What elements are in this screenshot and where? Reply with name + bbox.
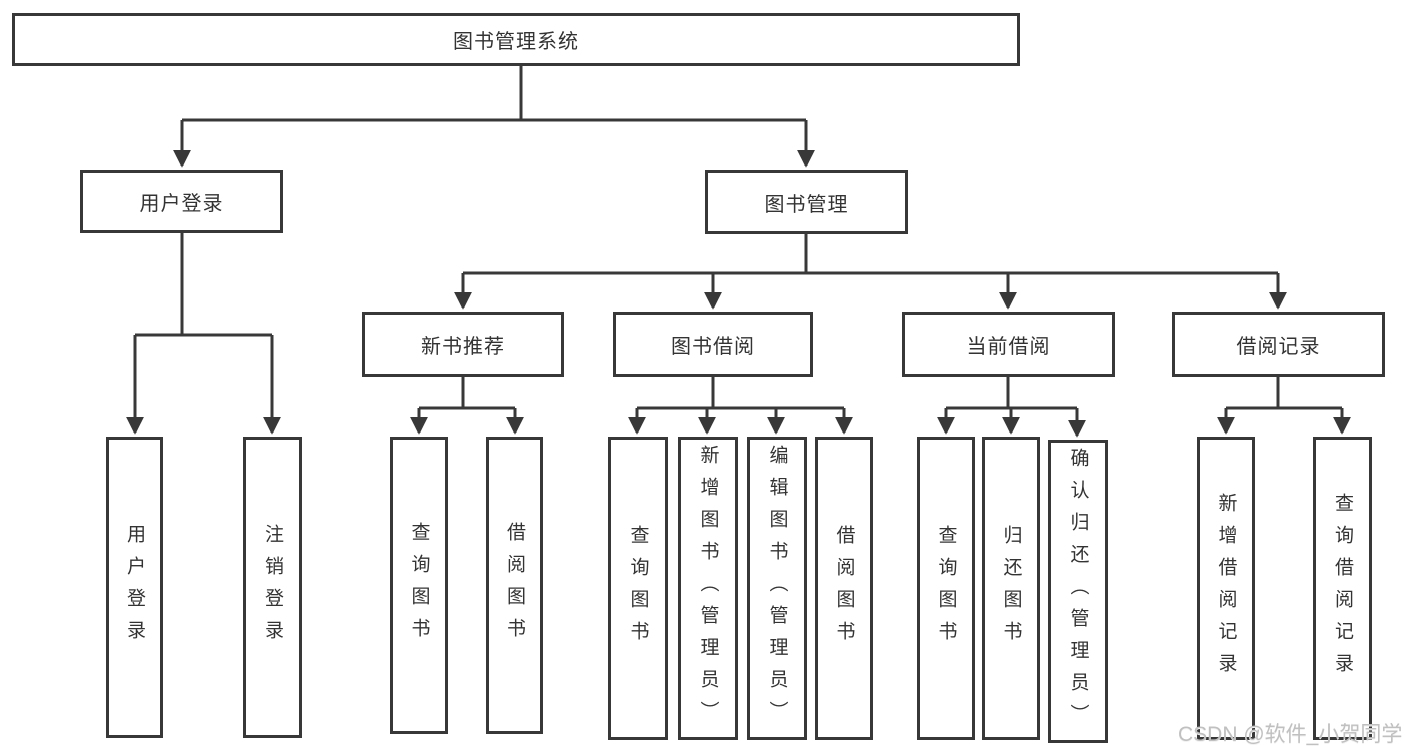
leaf-logout: 注销登录 xyxy=(243,437,302,738)
node-label: 当前借阅 xyxy=(966,336,1051,358)
leaf-current-query-books: 查询图书 xyxy=(917,437,975,740)
leaf-label: 确认归还（管理员） xyxy=(1067,447,1089,736)
node-label: 借阅记录 xyxy=(1236,336,1321,358)
leaf-label: 新增图书（管理员） xyxy=(697,444,719,733)
leaf-label: 新增借阅记录 xyxy=(1215,492,1237,685)
node-user-login: 用户登录 xyxy=(80,170,283,233)
leaf-label: 归还图书 xyxy=(1000,524,1022,653)
node-library-management-system: 图书管理系统 xyxy=(12,13,1020,66)
leaf-label: 查询借阅记录 xyxy=(1332,492,1353,685)
node-current-borrow: 当前借阅 xyxy=(902,312,1115,377)
leaf-label: 用户登录 xyxy=(124,523,145,652)
leaf-user-login: 用户登录 xyxy=(106,437,163,738)
node-book-borrow: 图书借阅 xyxy=(613,312,813,377)
node-new-book-recommend: 新书推荐 xyxy=(362,312,564,377)
node-label: 新书推荐 xyxy=(421,336,505,358)
leaf-records-add-record: 新增借阅记录 xyxy=(1197,437,1255,740)
leaf-records-query-record: 查询借阅记录 xyxy=(1313,437,1372,740)
node-label: 图书管理系统 xyxy=(453,31,579,53)
node-label: 图书借阅 xyxy=(671,336,755,358)
leaf-label: 查询图书 xyxy=(935,524,957,653)
node-borrow-records: 借阅记录 xyxy=(1172,312,1385,377)
leaf-borrow-add-books-admin: 新增图书（管理员） xyxy=(678,437,738,740)
leaf-label: 借阅图书 xyxy=(833,524,855,653)
node-label: 图书管理 xyxy=(764,193,849,216)
leaf-borrow-query-books: 查询图书 xyxy=(608,437,668,740)
leaf-label: 查询图书 xyxy=(627,524,649,653)
csdn-watermark: CSDN @软件_小贺同学 xyxy=(1178,723,1403,746)
leaf-label: 借阅图书 xyxy=(504,521,525,650)
leaf-label: 查询图书 xyxy=(408,521,430,650)
leaf-current-confirm-return-admin: 确认归还（管理员） xyxy=(1048,440,1108,743)
leaf-current-return-books: 归还图书 xyxy=(982,437,1040,740)
leaf-recommend-query-books: 查询图书 xyxy=(390,437,448,734)
leaf-borrow-edit-books-admin: 编辑图书（管理员） xyxy=(747,437,807,740)
leaf-recommend-borrow-books: 借阅图书 xyxy=(486,437,543,734)
leaf-label: 注销登录 xyxy=(262,523,283,652)
leaf-borrow-borrow-books: 借阅图书 xyxy=(815,437,873,740)
node-book-management: 图书管理 xyxy=(705,170,908,234)
leaf-label: 编辑图书（管理员） xyxy=(766,444,788,733)
node-label: 用户登录 xyxy=(139,193,224,215)
